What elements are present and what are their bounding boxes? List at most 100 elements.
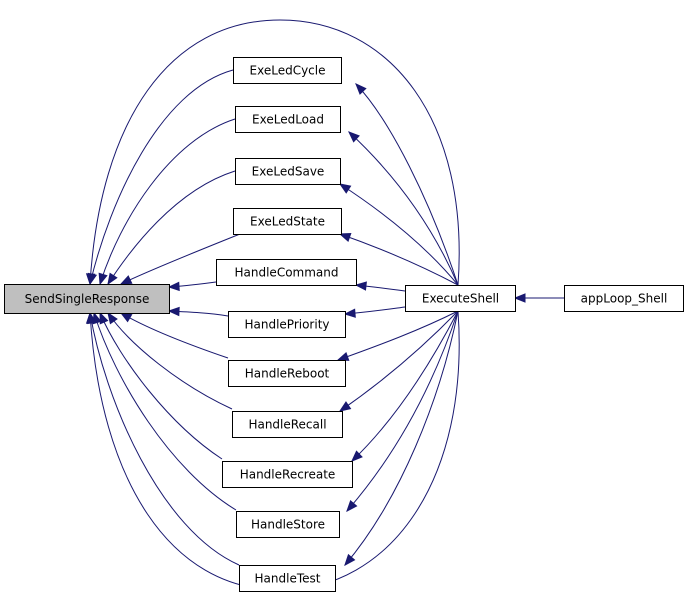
arrowhead — [351, 450, 363, 462]
edge-shell-to-store — [346, 310, 459, 513]
edge-line — [120, 233, 241, 285]
arrowhead — [167, 281, 180, 292]
node-recreate[interactable]: HandleRecreate — [222, 461, 353, 488]
edge-shell-to-send-top — [85, 19, 460, 286]
edge-shell-to-state — [338, 232, 459, 286]
edge-priority-to-send — [167, 306, 229, 317]
node-box — [405, 285, 516, 312]
edge-line — [107, 170, 236, 285]
edge-shell-to-test — [344, 310, 459, 567]
edge-reboot-to-send — [119, 312, 229, 359]
node-send[interactable]: SendSingleResponse — [4, 284, 170, 314]
node-label: HandleRecall — [248, 418, 326, 432]
edge-line — [339, 310, 459, 412]
arrowhead — [336, 352, 350, 361]
node-label: SendSingleResponse — [25, 292, 150, 306]
node-state[interactable]: ExeLedState — [233, 208, 342, 235]
node-box — [228, 360, 346, 387]
arrowhead — [513, 293, 526, 303]
node-label: HandleStore — [251, 518, 325, 532]
edge-recall-to-send — [107, 311, 233, 410]
edge-line — [89, 69, 234, 285]
edge-save-to-send — [107, 170, 236, 286]
node-label: HandleRecreate — [240, 468, 336, 482]
node-box — [235, 158, 341, 185]
node-cycle[interactable]: ExeLedCycle — [233, 57, 342, 84]
node-box — [564, 285, 684, 312]
node-label: ExeLedState — [250, 215, 325, 229]
edge-shell-to-load — [348, 131, 459, 286]
arrowhead — [348, 131, 360, 143]
edge-shell-to-save — [338, 183, 459, 286]
edge-shell-to-recreate — [351, 310, 459, 462]
edge-line — [93, 312, 237, 511]
arrowhead — [98, 272, 108, 286]
arrowhead — [338, 183, 352, 194]
edge-line — [355, 83, 459, 286]
node-box — [232, 411, 343, 438]
edge-apploop-to-shell — [513, 293, 565, 303]
arrowhead — [343, 308, 356, 318]
edge-line — [99, 312, 223, 460]
node-label: ExeLedSave — [252, 165, 325, 179]
edge-line — [89, 312, 240, 566]
arrowhead — [99, 311, 109, 325]
edge-shell-to-command — [354, 281, 406, 292]
edge-line — [346, 310, 459, 512]
node-box — [239, 565, 336, 592]
node-test[interactable]: HandleTest — [239, 565, 336, 592]
node-apploop[interactable]: appLoop_Shell — [564, 285, 684, 312]
node-box — [222, 461, 353, 488]
node-shell[interactable]: ExecuteShell — [405, 285, 516, 312]
edge-line — [339, 233, 459, 286]
edge-cycle-to-send — [87, 69, 234, 286]
edge-line — [99, 118, 236, 285]
edge-line — [351, 310, 459, 462]
graph-nodes: SendSingleResponse ExeLedCycleExeLedLoadE… — [4, 57, 684, 592]
node-recall[interactable]: HandleRecall — [232, 411, 343, 438]
arrowhead — [107, 272, 118, 286]
node-label: HandleTest — [255, 572, 321, 586]
node-load[interactable]: ExeLedLoad — [235, 106, 341, 133]
node-label: ExecuteShell — [422, 292, 499, 306]
node-label: ExeLedLoad — [252, 113, 324, 127]
edge-line — [107, 312, 233, 410]
node-box — [216, 259, 357, 286]
arrowhead — [338, 232, 352, 242]
arrowhead — [167, 306, 180, 317]
arrowhead — [85, 311, 96, 324]
arrowhead — [354, 281, 367, 291]
node-save[interactable]: ExeLedSave — [235, 158, 341, 185]
edge-recreate-to-send — [99, 311, 223, 460]
arrowhead — [119, 275, 133, 285]
node-box — [233, 208, 342, 235]
edge-test-to-send — [87, 311, 240, 566]
node-label: HandlePriority — [244, 318, 329, 332]
edge-line — [89, 19, 460, 286]
node-store[interactable]: HandleStore — [236, 511, 340, 538]
node-reboot[interactable]: HandleReboot — [228, 360, 346, 387]
node-box — [4, 284, 170, 314]
edge-state-to-send — [119, 233, 241, 285]
node-priority[interactable]: HandlePriority — [228, 311, 346, 338]
node-command[interactable]: HandleCommand — [216, 259, 357, 286]
node-box — [233, 57, 342, 84]
edge-command-to-send — [167, 281, 217, 292]
edge-shell-to-send-bottom — [85, 310, 460, 591]
node-label: HandleCommand — [235, 266, 339, 280]
node-box — [236, 511, 340, 538]
edge-shell-to-priority — [343, 306, 406, 318]
arrowhead — [346, 499, 358, 513]
edge-line — [337, 310, 459, 361]
edge-shell-to-reboot — [336, 310, 459, 361]
node-label: appLoop_Shell — [581, 292, 668, 306]
node-label: HandleReboot — [245, 367, 330, 381]
arrowhead — [85, 273, 96, 286]
edge-line — [344, 310, 459, 566]
edge-load-to-send — [98, 118, 236, 286]
arrowhead — [338, 401, 352, 412]
edge-line — [120, 312, 229, 359]
edge-line — [348, 131, 459, 286]
edge-line — [339, 183, 459, 286]
